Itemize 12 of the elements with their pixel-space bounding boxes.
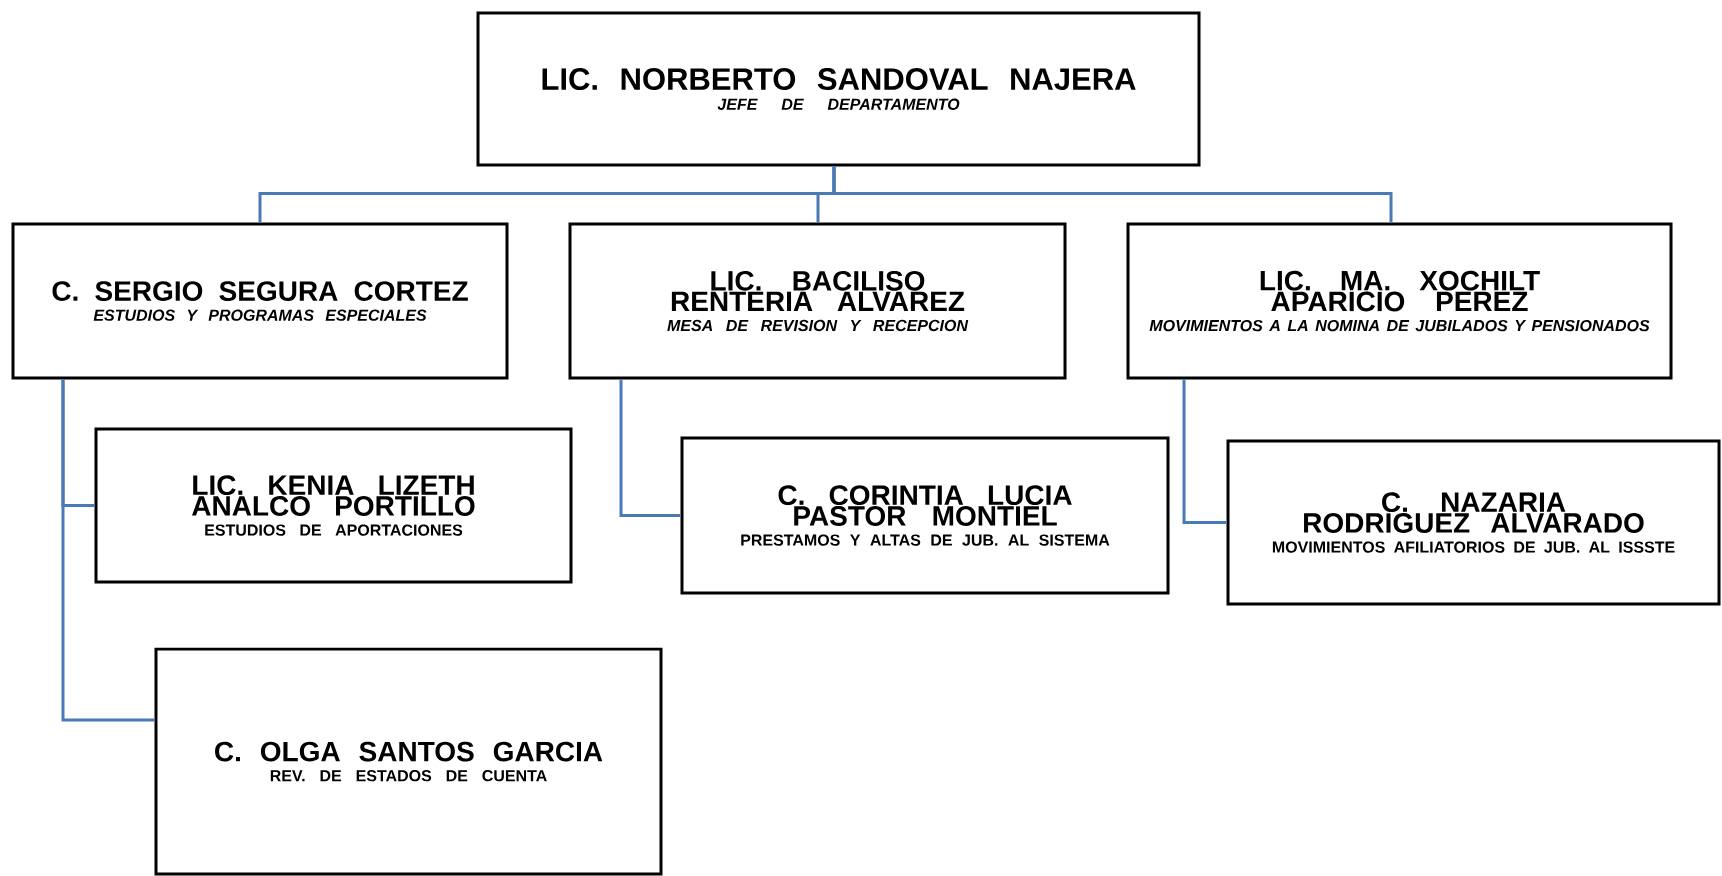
org-box: C. NAZARIA RODRIGUEZ ALVARADO MOVIMIENTOS AFILIATORIOS DE JUB. AL ISSSTE xyxy=(1226,439,1721,606)
org-box: LIC. KENIA LIZETH ANALCO PORTILLO ESTUDIOS DE APORTACIONES xyxy=(94,427,573,584)
org-box: LIC. MA. XOCHILT APARICIO PEREZ MOVIMIENTOS A LA NOMINA DE JUBILADOS Y PENSIONADOS xyxy=(1126,222,1673,380)
connector-line xyxy=(1182,379,1227,524)
connector-line xyxy=(61,379,155,722)
connector-line xyxy=(619,379,681,517)
org-box: LIC. NORBERTO SANDOVAL NAJERA JEFE DE DEPARTAMENTO xyxy=(476,11,1201,167)
org-box: LIC. BACILISO RENTERIA ALVAREZ MESA DE REVISION Y RECEPCION xyxy=(568,222,1067,380)
org-box: C. CORINTIA LUCIA PASTOR MONTIEL PRESTAMOS Y ALTAS DE JUB. AL SISTEMA xyxy=(680,436,1170,595)
org-box: C. OLGA SANTOS GARCIA REV. DE ESTADOS DE CUENTA xyxy=(154,647,663,876)
connector-line xyxy=(832,166,1393,223)
org-box: C. SERGIO SEGURA CORTEZ ESTUDIOS Y PROGRAMAS ESPECIALES xyxy=(11,222,509,380)
